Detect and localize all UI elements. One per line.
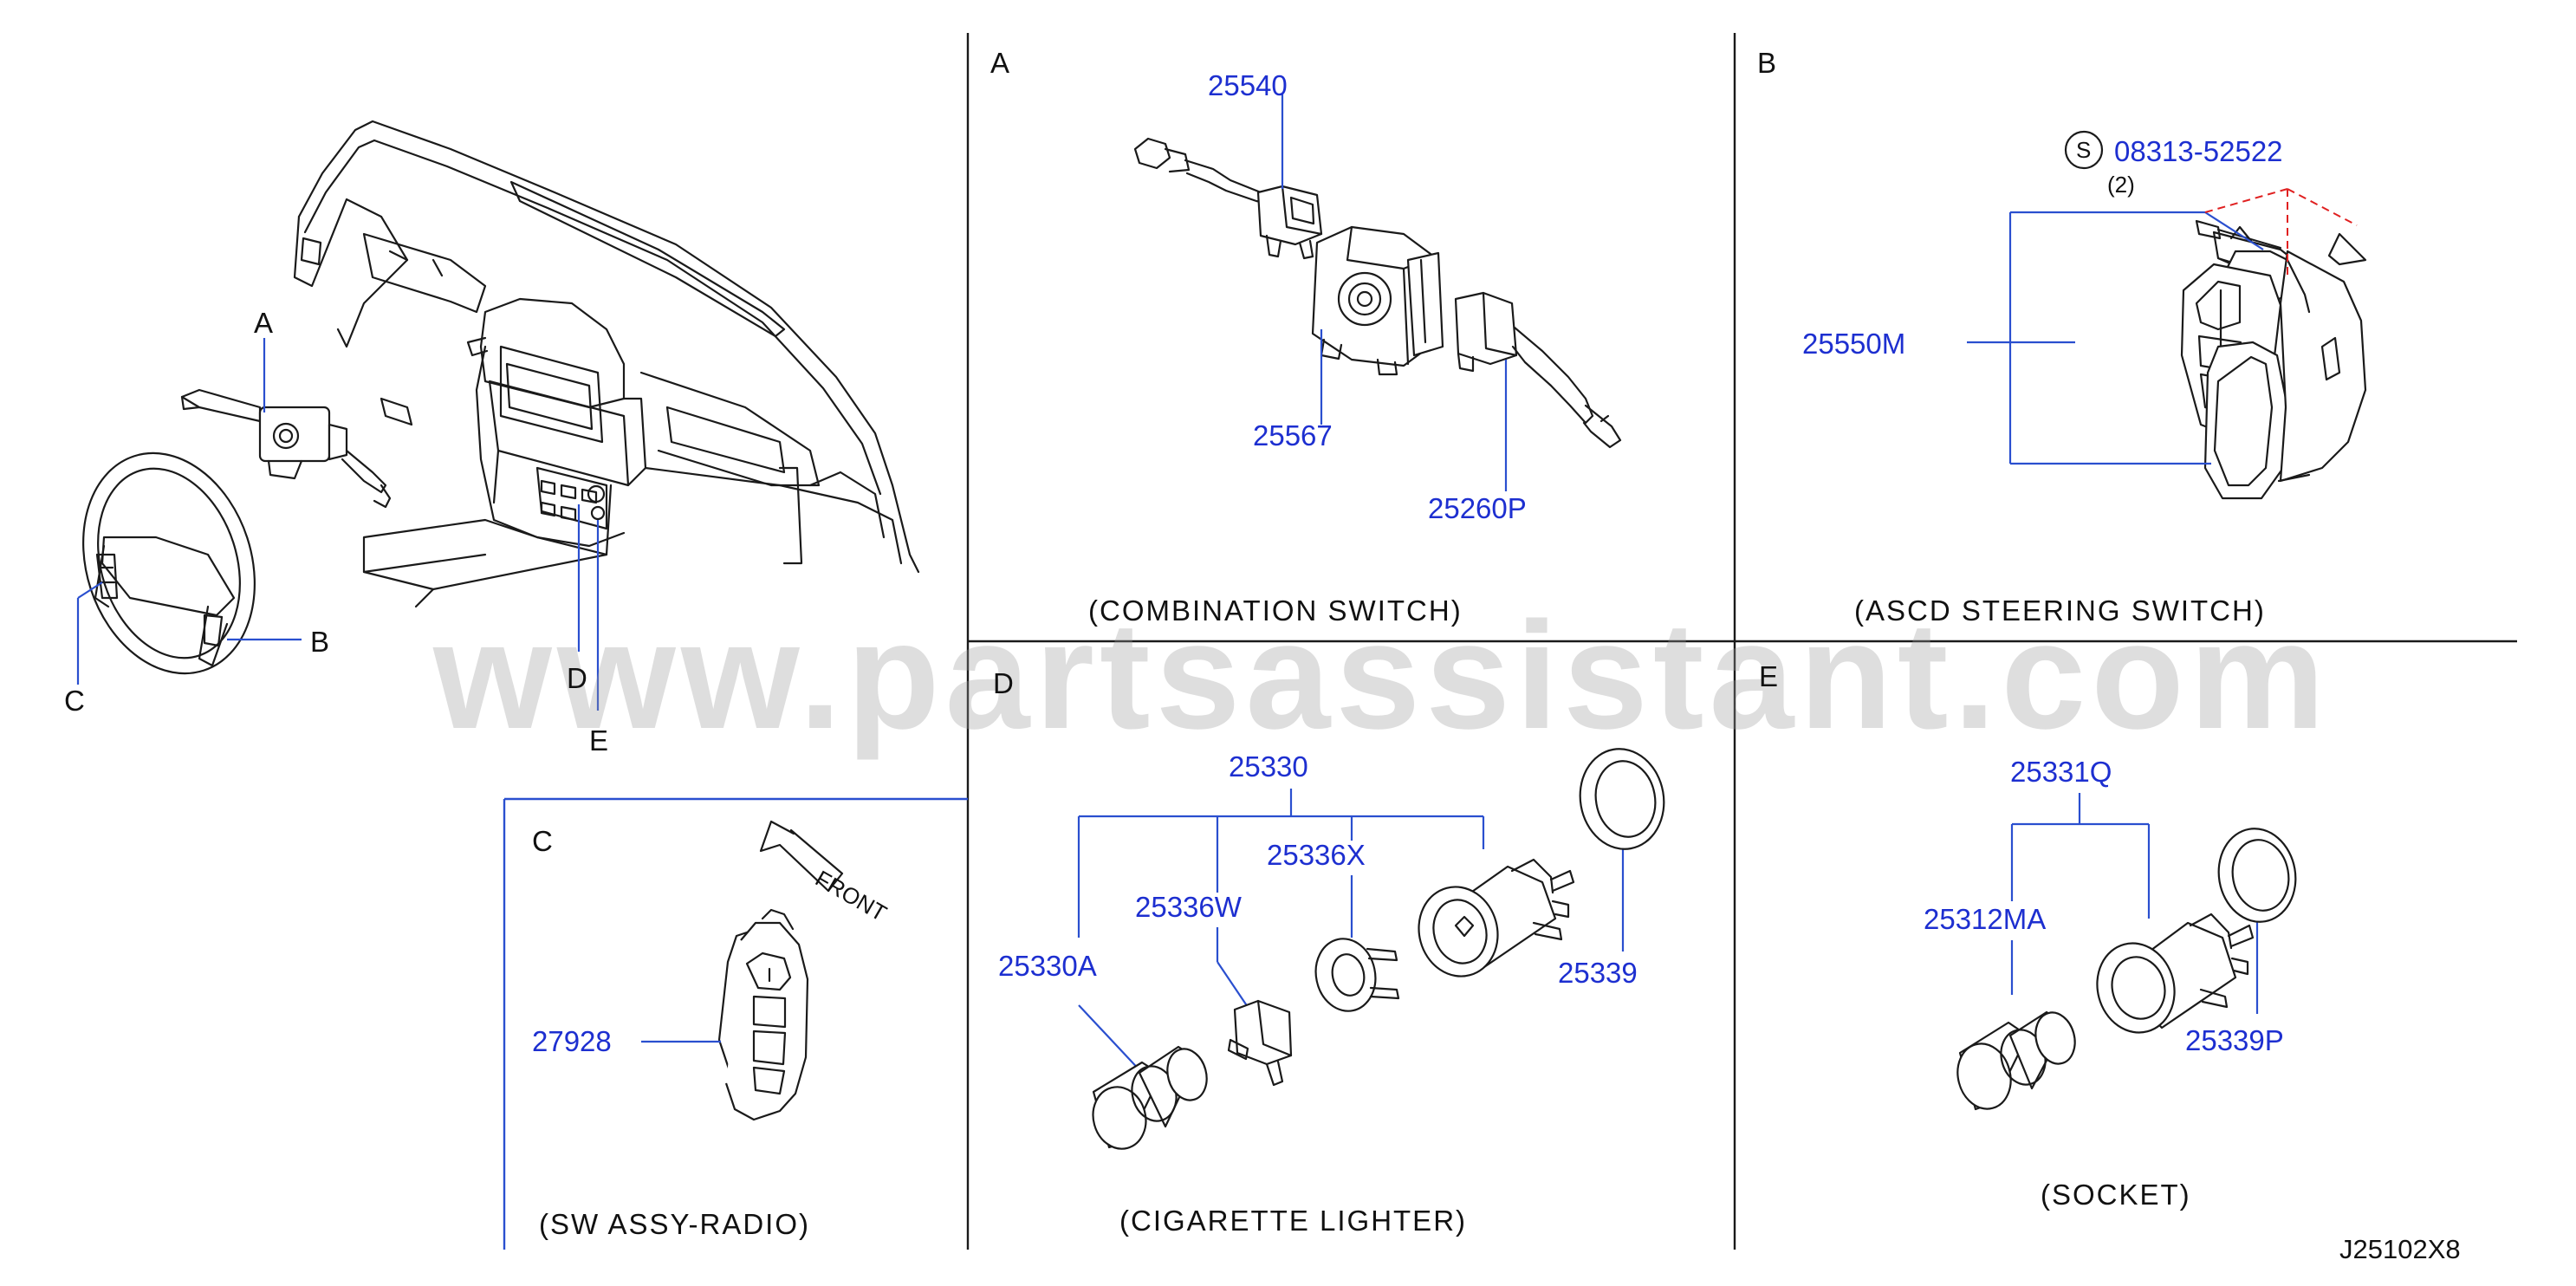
part-number-25339[interactable]: 25339 [1558, 957, 1638, 989]
part-number-25330[interactable]: 25330 [1229, 750, 1308, 783]
part-number-25339p[interactable]: 25339P [2185, 1024, 2284, 1056]
part-number-25312ma[interactable]: 25312MA [1924, 903, 2047, 935]
watermark-text: www.partsassistant.com [433, 591, 2331, 761]
ascd-switch-illustration [1967, 130, 2367, 500]
screw-symbol: S [2076, 137, 2092, 163]
panel-c-caption: (SW ASSY-RADIO) [539, 1208, 810, 1240]
callout-e: E [589, 724, 609, 757]
panel-e-letter: E [1759, 660, 1779, 692]
overview-leader-lines [76, 338, 600, 711]
part-number-25260p[interactable]: 25260P [1428, 492, 1527, 524]
part-number-25550m[interactable]: 25550M [1802, 328, 1906, 360]
part-number-08313-52522[interactable]: 08313-52522 [2114, 135, 2283, 167]
screw-quantity: (2) [2107, 172, 2135, 198]
part-number-27928[interactable]: 27928 [532, 1025, 612, 1057]
part-number-25336x[interactable]: 25336X [1267, 839, 1366, 871]
panel-frame-lines [503, 33, 2517, 1250]
part-number-25567[interactable]: 25567 [1253, 419, 1333, 451]
callout-b: B [310, 626, 330, 658]
panel-d-caption: (CIGARETTE LIGHTER) [1119, 1205, 1468, 1237]
panel-c-letter: C [532, 825, 553, 857]
combination-switch-illustration [1133, 93, 1622, 491]
panel-b-caption: (ASCD STEERING SWITCH) [1854, 594, 2266, 627]
dashboard-illustration [293, 120, 920, 608]
panel-d-letter: D [993, 667, 1014, 699]
part-number-25336w[interactable]: 25336W [1135, 891, 1242, 923]
panel-a-caption: (COMBINATION SWITCH) [1088, 594, 1463, 627]
overview-combination-switch [180, 388, 392, 509]
panel-e-caption: (SOCKET) [2041, 1179, 2191, 1211]
callout-c: C [64, 685, 85, 717]
socket-illustration [1956, 793, 2297, 1111]
callout-a: A [254, 307, 274, 339]
part-number-25540[interactable]: 25540 [1208, 69, 1288, 101]
panel-b-letter: B [1757, 47, 1777, 79]
part-number-25331q[interactable]: 25331Q [2010, 756, 2112, 788]
panel-a-letter: A [990, 47, 1010, 79]
cigarette-lighter-illustration [1077, 748, 1665, 1150]
drawing-code: J25102X8 [2339, 1234, 2461, 1264]
callout-d: D [567, 662, 587, 694]
radio-switch-illustration [641, 820, 844, 1121]
overview-steering-wheel [82, 451, 256, 675]
part-number-25330a[interactable]: 25330A [998, 950, 1097, 982]
